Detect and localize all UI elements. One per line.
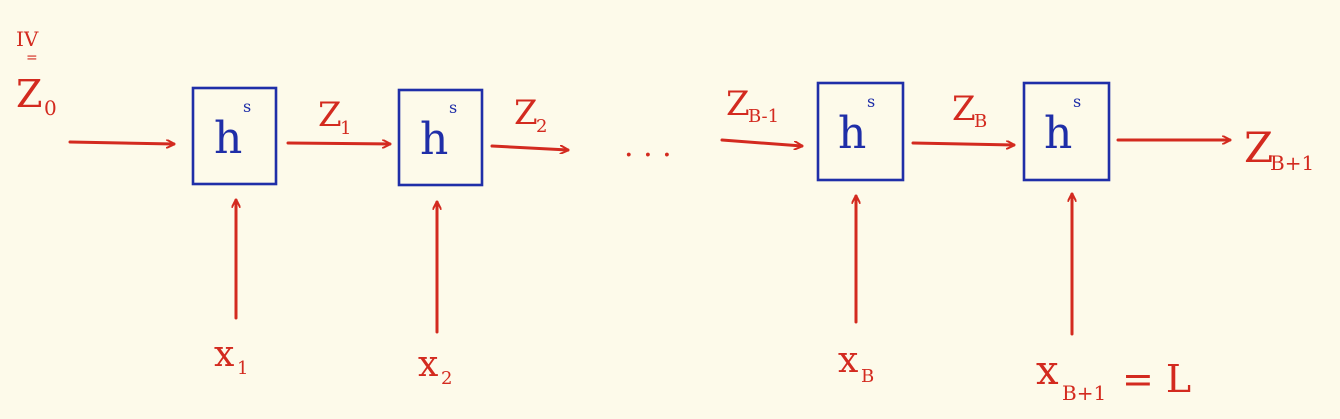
z1-subscript: 1 xyxy=(340,118,351,139)
x2-label: x xyxy=(418,344,438,385)
cell-1-h: h xyxy=(214,113,242,164)
z-b-label: Z xyxy=(952,89,976,129)
z-b-minus-1-label: Z xyxy=(726,84,750,124)
cell-1-sup: s xyxy=(243,97,251,116)
ellipsis: . . . xyxy=(624,129,672,164)
cell-2-sup: s xyxy=(449,98,457,117)
z1-label: Z xyxy=(318,95,342,135)
cell-box-1 xyxy=(191,86,278,186)
initial-iv-label: IV xyxy=(16,27,39,51)
arrow-cell2-out xyxy=(490,144,570,150)
x2-subscript: 2 xyxy=(441,368,452,389)
z0-label: Z xyxy=(16,72,42,116)
z0-subscript: 0 xyxy=(44,96,57,120)
cell-2-h: h xyxy=(420,114,448,165)
cell-b-sup: s xyxy=(867,92,875,111)
xb1-label: x xyxy=(1036,348,1059,394)
xb1-subscript: B+1 xyxy=(1062,381,1106,405)
xb-label: x xyxy=(838,340,858,381)
z-b-plus-1-label: Z xyxy=(1244,123,1273,172)
cell-box-b-plus-1 xyxy=(1022,81,1111,182)
cell-box-b xyxy=(816,81,905,182)
z2-subscript: 2 xyxy=(536,116,547,137)
z-b-plus-1-subscript: B+1 xyxy=(1270,151,1314,175)
cell-box-2 xyxy=(397,88,484,187)
initial-equals-sign: = xyxy=(26,50,38,66)
arrow-z0-to-cell1 xyxy=(68,142,176,144)
xb1-equals-l: = L xyxy=(1122,357,1191,401)
x1-subscript: 1 xyxy=(237,358,248,379)
x1-label: x xyxy=(214,334,234,375)
z2-label: Z xyxy=(514,93,538,133)
arrow-into-cell-b xyxy=(720,138,804,146)
cell-b-plus-1-h: h xyxy=(1044,108,1072,159)
z-b-subscript: B xyxy=(974,111,987,132)
arrow-cell-b-to-cell-b1 xyxy=(911,143,1016,145)
cell-b-h: h xyxy=(838,108,866,159)
arrow-cell1-to-cell2 xyxy=(286,143,392,144)
z-b-minus-1-subscript: B-1 xyxy=(748,106,779,127)
xb-subscript: B xyxy=(861,366,874,387)
cell-b-plus-1-sup: s xyxy=(1073,92,1081,111)
